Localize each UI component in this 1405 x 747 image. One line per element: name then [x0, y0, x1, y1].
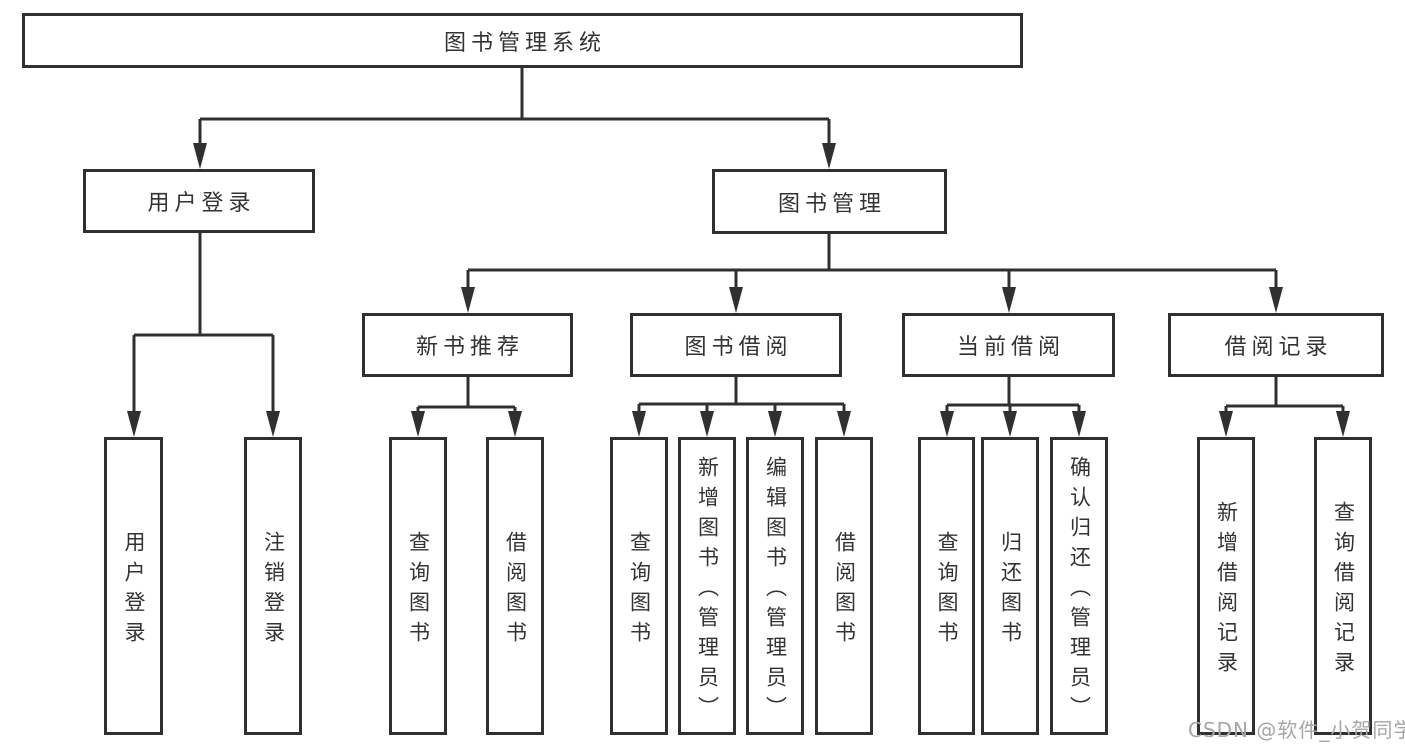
leaf-borrow-book-recommend: 借阅图书: [486, 437, 544, 735]
arrowheads: [127, 143, 1350, 437]
node-book-management-label: 图书管理: [777, 191, 886, 217]
leaf-user-login: 用户登录: [104, 437, 163, 735]
leaf-confirm-return-admin-label: 确认归还（管理员）: [1067, 455, 1092, 726]
node-borrow-record-label: 借阅记录: [1224, 335, 1333, 360]
leaf-query-book-current: 查询图书: [918, 437, 975, 735]
node-new-book-recommend-label: 新书推荐: [415, 335, 524, 360]
leaf-edit-book-admin: 编辑图书（管理员）: [746, 437, 804, 735]
leaf-logout-label: 注销登录: [261, 530, 286, 651]
leaf-confirm-return-admin: 确认归还（管理员）: [1050, 437, 1108, 735]
leaf-query-book-current-label: 查询图书: [935, 530, 960, 651]
node-book-management: 图书管理: [712, 169, 947, 234]
leaf-query-book-recommend-label: 查询图书: [406, 530, 431, 651]
leaf-borrow-book-recommend-label: 借阅图书: [503, 530, 528, 651]
node-root: 图书管理系统: [22, 13, 1023, 68]
leaf-query-book-borrow: 查询图书: [610, 437, 668, 735]
leaf-return-book-label: 归还图书: [998, 530, 1023, 651]
leaf-add-book-admin-label: 新增图书（管理员）: [695, 455, 720, 726]
leaf-borrow-book-label: 借阅图书: [832, 530, 857, 651]
leaf-logout: 注销登录: [244, 437, 302, 735]
leaf-edit-book-admin-label: 编辑图书（管理员）: [763, 455, 788, 726]
node-current-borrow: 当前借阅: [902, 313, 1115, 377]
node-root-label: 图书管理系统: [443, 30, 606, 56]
leaf-user-login-label: 用户登录: [122, 530, 147, 651]
node-book-borrow-label: 图书借阅: [684, 335, 793, 360]
leaf-add-borrow-record: 新增借阅记录: [1197, 437, 1255, 735]
node-user-login-label: 用户登录: [147, 191, 256, 216]
leaf-query-borrow-record-label: 查询借阅记录: [1331, 500, 1356, 681]
node-current-borrow-label: 当前借阅: [956, 335, 1065, 360]
node-borrow-record: 借阅记录: [1168, 313, 1384, 377]
node-new-book-recommend: 新书推荐: [362, 313, 573, 377]
leaf-query-book-borrow-label: 查询图书: [627, 530, 652, 651]
leaf-borrow-book: 借阅图书: [815, 437, 873, 735]
leaf-query-book-recommend: 查询图书: [389, 437, 447, 735]
leaf-add-book-admin: 新增图书（管理员）: [678, 437, 736, 735]
leaf-query-borrow-record: 查询借阅记录: [1314, 437, 1372, 735]
node-user-login: 用户登录: [83, 169, 315, 233]
node-book-borrow: 图书借阅: [630, 313, 842, 377]
leaf-return-book: 归还图书: [981, 437, 1039, 735]
leaf-add-borrow-record-label: 新增借阅记录: [1214, 500, 1239, 681]
watermark: CSDN @软件_小贺同学: [1188, 718, 1405, 742]
